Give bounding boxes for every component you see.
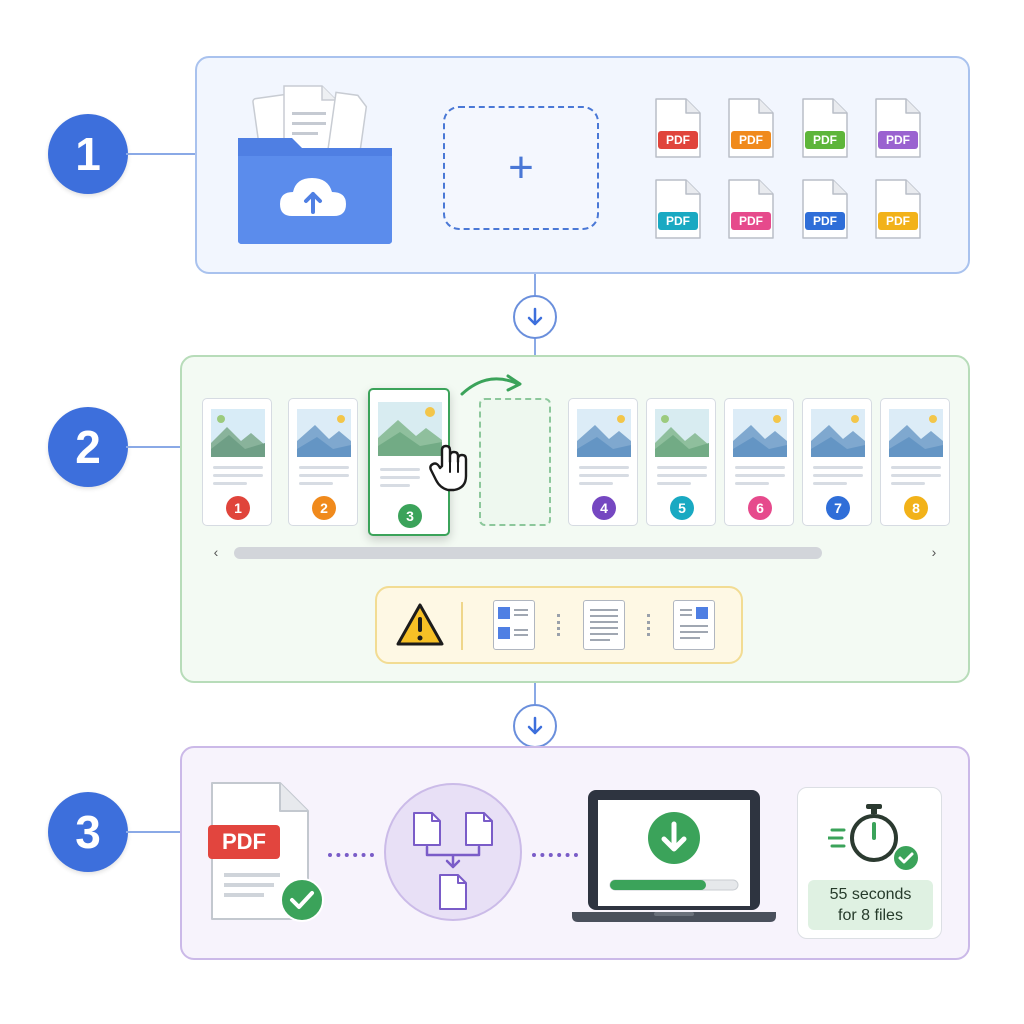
- scrollbar-thumb[interactable]: [234, 547, 822, 559]
- page-number-badge: 8: [904, 496, 928, 520]
- image-thumbnail-icon: [211, 409, 265, 457]
- result-card: 55 seconds for 8 files: [797, 787, 942, 939]
- pdf-file-icon[interactable]: PDF: [727, 97, 775, 159]
- check-circle-icon: [280, 878, 324, 927]
- text-only-layout-icon[interactable]: [583, 600, 625, 650]
- image-thumbnail-icon: [889, 409, 943, 457]
- separator-dots: [647, 614, 651, 636]
- page-card-6[interactable]: 6: [724, 398, 794, 526]
- result-line-1: 55 seconds: [829, 886, 912, 903]
- page-number-badge: 4: [592, 496, 616, 520]
- pdf-tag: PDF: [878, 212, 918, 230]
- laptop-download-icon: [570, 788, 778, 931]
- image-thumbnail-icon: [733, 409, 787, 457]
- add-files-dropzone[interactable]: +: [443, 106, 599, 230]
- layout-warning-bar: [375, 586, 743, 664]
- warning-triangle-icon: [396, 603, 444, 646]
- drop-target-slot[interactable]: [479, 398, 551, 526]
- image-thumbnail-icon: [811, 409, 865, 457]
- step-1-badge: 1: [48, 114, 128, 194]
- pdf-tag: PDF: [658, 131, 698, 149]
- page-number-badge: 3: [398, 504, 422, 528]
- page-card-2[interactable]: 2: [288, 398, 358, 526]
- pdf-file-icon[interactable]: PDF: [654, 178, 702, 240]
- flow-dots: [532, 853, 578, 857]
- image-thumbnail-icon: [655, 409, 709, 457]
- page-number-badge: 5: [670, 496, 694, 520]
- step-3-badge: 3: [48, 792, 128, 872]
- result-line-2: for 8 files: [838, 907, 903, 924]
- page-card-1[interactable]: 1: [202, 398, 272, 526]
- down-arrow-icon: [513, 704, 557, 748]
- image-right-layout-icon[interactable]: [673, 600, 715, 650]
- pdf-tag: PDF: [878, 131, 918, 149]
- step-3-connector: [126, 831, 181, 833]
- page-card-4[interactable]: 4: [568, 398, 638, 526]
- pdf-file-icon[interactable]: PDF: [874, 97, 922, 159]
- page-card-5[interactable]: 5: [646, 398, 716, 526]
- page-number-badge: 7: [826, 496, 850, 520]
- divider: [461, 602, 463, 650]
- page-card-7[interactable]: 7: [802, 398, 872, 526]
- pdf-tag: PDF: [805, 131, 845, 149]
- plus-icon: +: [508, 143, 534, 192]
- pdf-file-icon[interactable]: PDF: [874, 178, 922, 240]
- upload-folder-icon[interactable]: [236, 82, 396, 248]
- scroll-right-icon[interactable]: ›: [931, 544, 937, 560]
- flow-dots: [328, 853, 374, 857]
- stopwatch-icon: [828, 804, 920, 872]
- image-thumbnail-icon: [297, 409, 351, 457]
- pdf-tag: PDF: [731, 212, 771, 230]
- down-arrow-icon: [513, 295, 557, 339]
- pdf-tag: PDF: [731, 131, 771, 149]
- grab-hand-cursor-icon: [428, 442, 472, 499]
- horizontal-scrollbar[interactable]: ‹ ›: [206, 544, 944, 561]
- pdf-file-icon[interactable]: PDF: [801, 97, 849, 159]
- page-number-badge: 2: [312, 496, 336, 520]
- move-arrow-icon: [458, 370, 528, 405]
- step-2-badge: 2: [48, 407, 128, 487]
- step-2-connector: [126, 446, 181, 448]
- pdf-tag: PDF: [658, 212, 698, 230]
- processing-time-label: 55 seconds for 8 files: [808, 880, 933, 930]
- separator-dots: [557, 614, 561, 636]
- step-1-connector: [126, 153, 196, 155]
- pdf-file-icon[interactable]: PDF: [801, 178, 849, 240]
- scroll-left-icon[interactable]: ‹: [213, 544, 219, 560]
- pdf-tag: PDF: [805, 212, 845, 230]
- merge-files-icon: [384, 783, 522, 926]
- page-number-badge: 1: [226, 496, 250, 520]
- image-thumbnail-icon: [378, 402, 442, 456]
- page-number-badge: 6: [748, 496, 772, 520]
- image-thumbnail-icon: [577, 409, 631, 457]
- pdf-file-icon[interactable]: PDF: [727, 178, 775, 240]
- pdf-badge: PDF: [208, 825, 280, 859]
- two-column-layout-icon[interactable]: [493, 600, 535, 650]
- page-card-8[interactable]: 8: [880, 398, 950, 526]
- pdf-file-icon[interactable]: PDF: [654, 97, 702, 159]
